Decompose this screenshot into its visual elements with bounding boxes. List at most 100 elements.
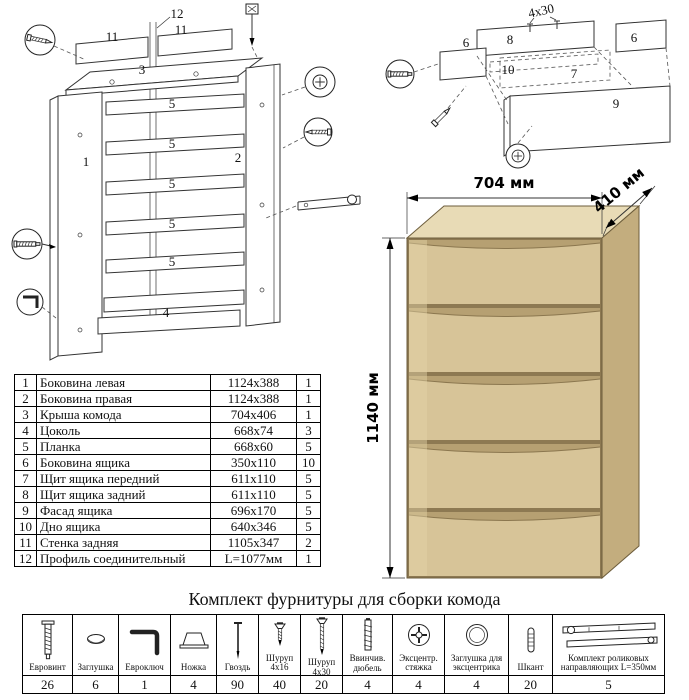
drawer-exploded-diagram: 8 4x30 6 6 10 7 9 xyxy=(385,1,671,169)
part-qty: 5 xyxy=(296,502,321,519)
fastener-callout-left-bracket xyxy=(16,288,57,319)
hardware-item-name: Евровинт xyxy=(29,662,66,673)
foot-icon xyxy=(172,616,216,663)
part-name: Щит ящика передний xyxy=(36,470,211,487)
part-label-5e: 5 xyxy=(169,254,176,269)
part-size: 611x110 xyxy=(210,486,297,503)
cap-icon xyxy=(74,616,118,663)
fastener-callout-cam xyxy=(505,125,533,169)
part-number: 4 xyxy=(14,422,37,439)
cam-lock-icon xyxy=(394,616,444,653)
part-label-5c: 5 xyxy=(169,176,176,191)
part-label-12: 12 xyxy=(171,6,184,21)
part-label-5d: 5 xyxy=(169,216,176,231)
hardware-item: Евроключ xyxy=(118,614,171,676)
height-dimension: 1140 мм xyxy=(364,237,405,579)
hardware-item-name: Евроключ xyxy=(125,662,164,673)
euroscrew-icon xyxy=(24,616,72,663)
hardware-item: Эксцентр. стяжка xyxy=(392,614,445,676)
fastener-callout-right-cam xyxy=(281,66,336,98)
part-size: L=1077мм xyxy=(210,550,297,567)
part-name: Крыша комода xyxy=(36,406,211,423)
hardware-qty-row: 26 6 1 4 90 40 20 4 4 4 20 5 xyxy=(22,675,665,694)
part-number: 7 xyxy=(14,470,37,487)
part-qty: 3 xyxy=(296,422,321,439)
back-panels: 11 11 xyxy=(75,22,233,65)
part-qty: 10 xyxy=(296,454,321,471)
dowel-screw-icon xyxy=(344,616,392,654)
part-label-8: 8 xyxy=(507,32,514,47)
hardware-item-qty: 6 xyxy=(72,675,119,694)
part-qty: 1 xyxy=(296,390,321,407)
front-slats: 5 5 5 5 5 xyxy=(105,93,245,274)
part-label-5a: 5 xyxy=(169,96,176,111)
part-name: Профиль соединительный xyxy=(36,550,211,567)
part-size: 350x110 xyxy=(210,454,297,471)
hardware-item-name: Эксцентр. стяжка xyxy=(399,652,438,673)
hardware-item: Гвоздь xyxy=(216,614,259,676)
hardware-item-name: Заглушка для эксцентрика xyxy=(450,652,503,673)
hardware-item-qty: 40 xyxy=(258,675,301,694)
part-number: 3 xyxy=(14,406,37,423)
hardware-item-name: Шуруп 4x16 xyxy=(265,652,294,673)
part-size: 696x170 xyxy=(210,502,297,519)
hardware-item-qty: 1 xyxy=(118,675,171,694)
part-qty: 5 xyxy=(296,438,321,455)
right-side-panel: 2 xyxy=(235,63,281,327)
part-size: 704x406 xyxy=(210,406,297,423)
width-label: 704 мм xyxy=(473,174,534,192)
top-panel: 3 xyxy=(64,57,264,97)
hardware-item-name: Шуруп 4x30 xyxy=(307,657,336,676)
drawer-bottom: 10 xyxy=(489,53,599,77)
plinth: 4 xyxy=(97,289,245,335)
hardware-item: Шуруп 4x16 xyxy=(258,614,301,676)
part-size: 668x74 xyxy=(210,422,297,439)
part-label-4: 4 xyxy=(163,305,170,320)
part-label-9: 9 xyxy=(613,96,620,111)
hardware-kit-title: Комплект фурнитуры для сборки комода xyxy=(188,589,501,609)
part-size: 1124x388 xyxy=(210,390,297,407)
hardware-item: Шуруп 4x30 xyxy=(300,614,343,676)
fastener-callout-euroscrew xyxy=(385,59,439,89)
hardware-item-name: Комплект роликовых направляющих L=350мм xyxy=(560,652,657,673)
hardware-item-qty: 4 xyxy=(342,675,393,694)
part-number: 11 xyxy=(14,534,37,551)
part-size: 1124x388 xyxy=(210,374,297,391)
hardware-item: Заглушка для эксцентрика xyxy=(444,614,509,676)
part-number: 10 xyxy=(14,518,37,535)
hardware-item: Комплект роликовых направляющих L=350мм xyxy=(552,614,665,676)
drawer-fronts xyxy=(408,240,601,576)
part-qty: 1 xyxy=(296,406,321,423)
part-qty: 1 xyxy=(296,550,321,567)
drawer-back-shield: 8 4x30 xyxy=(476,1,595,57)
part-name: Фасад ящика xyxy=(36,502,211,519)
part-qty: 1 xyxy=(296,374,321,391)
drawer-front-shield: 7 xyxy=(499,49,611,89)
part-label-7: 7 xyxy=(571,66,578,81)
part-name: Планка xyxy=(36,438,211,455)
hardware-item: Шкант xyxy=(508,614,553,676)
part-label-1: 1 xyxy=(83,154,90,169)
hexkey-icon xyxy=(120,616,170,663)
part-label-11b: 11 xyxy=(175,22,188,37)
hardware-item-name: Шкант xyxy=(517,662,544,673)
part-label-11a: 11 xyxy=(106,29,119,44)
hardware-item-qty: 4 xyxy=(392,675,445,694)
part-label-6a: 6 xyxy=(463,35,470,50)
hardware-item: Ножка xyxy=(170,614,217,676)
part-number: 5 xyxy=(14,438,37,455)
part-name: Стенка задняя xyxy=(36,534,211,551)
hardware-table: Евровинт Заглушка xyxy=(22,614,665,694)
hardware-item-name: Ножка xyxy=(180,662,207,673)
part-name: Дно ящика xyxy=(36,518,211,535)
screw-4x30-icon xyxy=(302,616,342,658)
fastener-screw-detail xyxy=(430,106,452,128)
